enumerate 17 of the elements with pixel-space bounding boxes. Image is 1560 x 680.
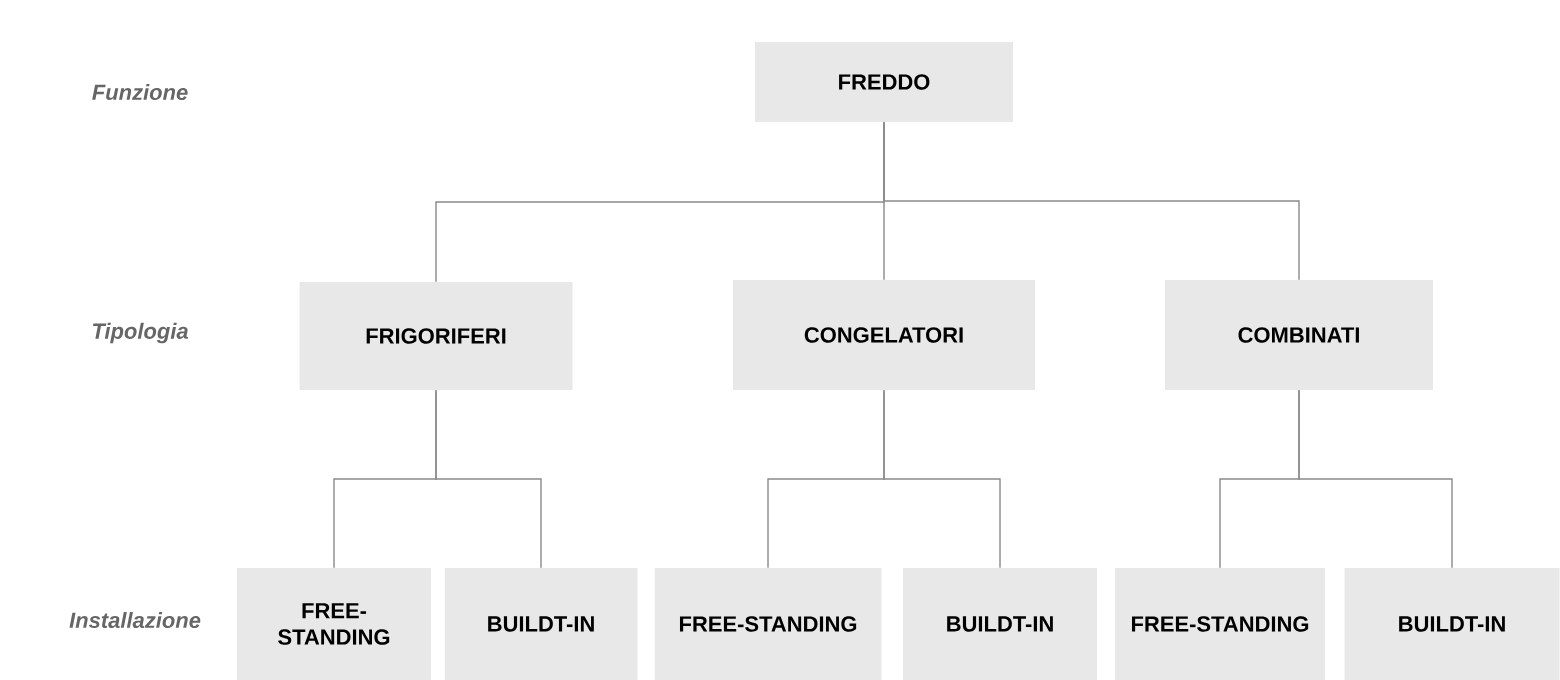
box: FREE-STANDING bbox=[654, 568, 882, 680]
box: BUILDT-IN bbox=[1344, 568, 1560, 680]
level-label: Installazione bbox=[69, 611, 201, 629]
level-label: Tipologia bbox=[92, 322, 188, 344]
box: FREE-STANDING bbox=[237, 568, 431, 680]
box: CONGELATORI bbox=[733, 280, 1035, 390]
box: FREDDO bbox=[755, 42, 1013, 122]
connector-line bbox=[883, 389, 1001, 569]
connector-line bbox=[883, 121, 1300, 281]
box: FREE-STANDING bbox=[1115, 568, 1325, 680]
connector-line bbox=[435, 389, 542, 569]
box: FRIGORIFERI bbox=[299, 282, 573, 390]
box: COMBINATI bbox=[1165, 280, 1433, 390]
box: BUILDT-IN bbox=[444, 568, 638, 680]
connector-line bbox=[1298, 389, 1453, 569]
box: BUILDT-IN bbox=[903, 568, 1097, 680]
level-label: Funzione bbox=[92, 83, 188, 101]
